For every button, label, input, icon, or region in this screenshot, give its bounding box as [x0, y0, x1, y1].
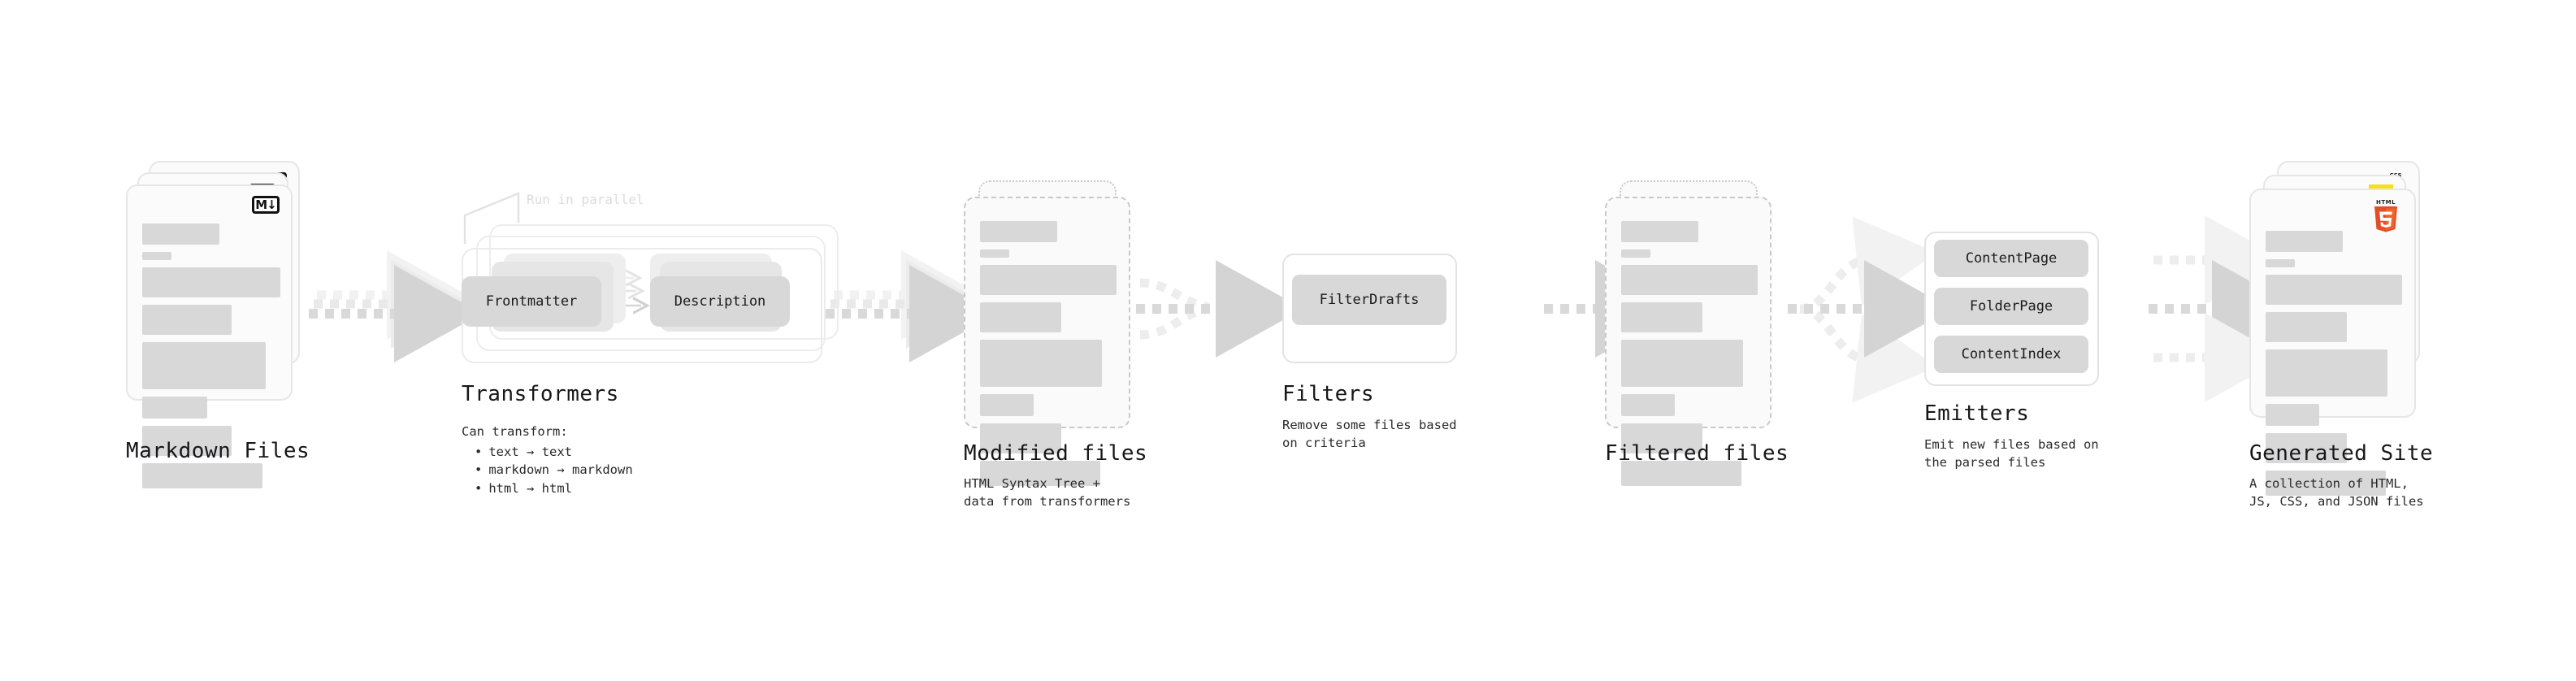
frontmatter-chip-label: Frontmatter — [485, 293, 578, 310]
modified-skeleton — [980, 221, 1117, 493]
modified-card-front — [964, 197, 1130, 486]
transformers-transform-list: text → text markdown → markdown html → h… — [462, 443, 633, 497]
modified-files-caption: HTML Syntax Tree + data from transformer… — [964, 476, 1131, 509]
filtered-files-title: Filtered files — [1605, 441, 1789, 466]
folderpage-chip-label: FolderPage — [1969, 298, 2053, 314]
transformers-title: Transformers — [462, 382, 619, 406]
folderpage-chip[interactable]: FolderPage — [1934, 288, 2088, 325]
frontmatter-chip[interactable]: Frontmatter — [462, 276, 601, 327]
filters-title: Filters — [1282, 382, 1375, 406]
connector-modified-to-filters — [1136, 260, 1303, 358]
modified-files-title: Modified files — [964, 441, 1148, 466]
description-chip-label: Description — [674, 293, 766, 310]
contentpage-chip-label: ContentPage — [1965, 250, 2058, 267]
transform-item-1: markdown → markdown — [475, 461, 632, 479]
connector-emitters-to-site — [2149, 215, 2300, 402]
filtered-skeleton — [1621, 221, 1758, 493]
connector-markdown-to-transformers — [309, 250, 482, 362]
contentindex-chip-label: ContentIndex — [1961, 346, 2062, 362]
filters-caption: Remove some files based on criteria — [1282, 418, 1457, 450]
transformers-caption-intro: Can transform: — [462, 424, 568, 439]
connector-filtered-to-emitters — [1788, 216, 1952, 403]
emitters-caption: Emit new files based on the parsed files — [1924, 437, 2099, 470]
connector-transformers-to-modified — [826, 250, 997, 362]
filtered-card-front — [1605, 197, 1772, 486]
contentindex-chip[interactable]: ContentIndex — [1934, 336, 2088, 373]
description-chip[interactable]: Description — [650, 276, 790, 327]
svg-text:HTML: HTML — [2376, 199, 2396, 206]
markdown-files-title: Markdown Files — [126, 439, 310, 463]
filterdrafts-chip[interactable]: FilterDrafts — [1292, 275, 1446, 325]
run-in-parallel-label: Run in parallel — [527, 192, 644, 207]
generated-site-caption: A collection of HTML, JS, CSS, and JSON … — [2249, 476, 2424, 509]
transform-item-2: html → html — [475, 479, 633, 497]
markdown-skeleton — [142, 223, 280, 496]
emitters-title: Emitters — [1924, 401, 2030, 426]
contentpage-chip[interactable]: ContentPage — [1934, 240, 2088, 277]
markdown-icon: M↓ — [252, 196, 280, 217]
transform-item-0: text → text — [475, 443, 633, 461]
filterdrafts-chip-label: FilterDrafts — [1319, 292, 1420, 308]
generated-card-front: HTML — [2249, 189, 2416, 496]
generated-site-title: Generated Site — [2249, 441, 2434, 466]
html5-icon: HTML — [2370, 197, 2401, 232]
markdown-card-front: M↓ — [126, 184, 293, 488]
html5-icon-glyph: HTML — [2374, 199, 2397, 232]
generated-site-skeleton — [2266, 231, 2402, 503]
